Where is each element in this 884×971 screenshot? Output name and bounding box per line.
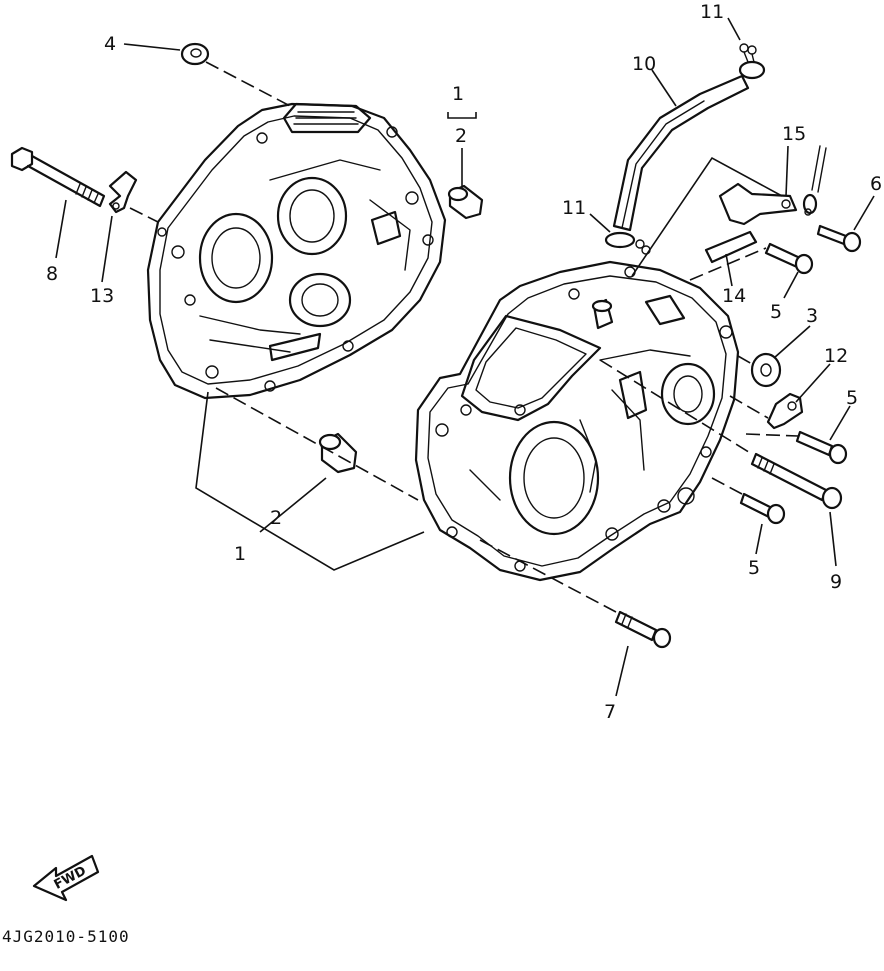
right-crankcase-half (414, 260, 740, 582)
bolt-part-5-upper (764, 242, 814, 275)
callout-7: 7 (604, 701, 616, 723)
callout-11-mid: 11 (562, 197, 586, 219)
fwd-arrow-icon: FWD (32, 854, 100, 902)
callout-4: 4 (104, 33, 116, 55)
callout-5-right: 5 (846, 387, 858, 409)
callout-1-top: 1 (452, 83, 464, 105)
bolt-part-7 (614, 610, 672, 649)
callout-14: 14 (722, 285, 746, 307)
hose-clip-part-11-top (738, 43, 766, 80)
callout-2-top: 2 (455, 125, 467, 147)
bolt-part-5-lower (739, 492, 786, 525)
left-crankcase-half (146, 102, 447, 400)
callout-8: 8 (46, 263, 58, 285)
bracket-part-15 (718, 182, 798, 226)
hose-clip-part-11-mid (604, 231, 651, 255)
plate-part-14 (704, 230, 758, 264)
callout-5-upper: 5 (770, 301, 782, 323)
bolt-part-5-right (795, 430, 848, 465)
breather-hose-part-10 (612, 74, 750, 232)
callout-13: 13 (90, 285, 114, 307)
leader-lines (55, 17, 875, 697)
dowel-pin-part-2-bottom (318, 432, 358, 474)
long-bolt-part-9 (750, 452, 843, 510)
callout-15: 15 (782, 123, 806, 145)
callout-12: 12 (824, 345, 848, 367)
ground-wire-terminal (802, 145, 827, 216)
callout-6: 6 (870, 173, 882, 195)
callout-9: 9 (830, 571, 842, 593)
callout-2-left: 2 (270, 507, 282, 529)
washer-part-4 (180, 42, 210, 66)
clamp-part-13 (108, 170, 138, 214)
callout-11-top: 11 (700, 1, 724, 23)
callout-10: 10 (632, 53, 656, 75)
clamp-part-12 (766, 392, 804, 430)
callout-labels: 1 2 4 8 13 2 1 11 10 11 15 6 14 5 3 12 5… (46, 1, 882, 723)
callout-5-lower: 5 (748, 557, 760, 579)
screw-part-6 (816, 224, 862, 253)
callout-1-left: 1 (234, 543, 246, 565)
long-bolt-part-8 (10, 146, 106, 208)
dowel-pin-part-2-top (447, 184, 484, 220)
drawing-code: 4JG2010-5100 (2, 927, 130, 946)
callout-3: 3 (806, 305, 818, 327)
washer-part-3 (750, 352, 782, 388)
